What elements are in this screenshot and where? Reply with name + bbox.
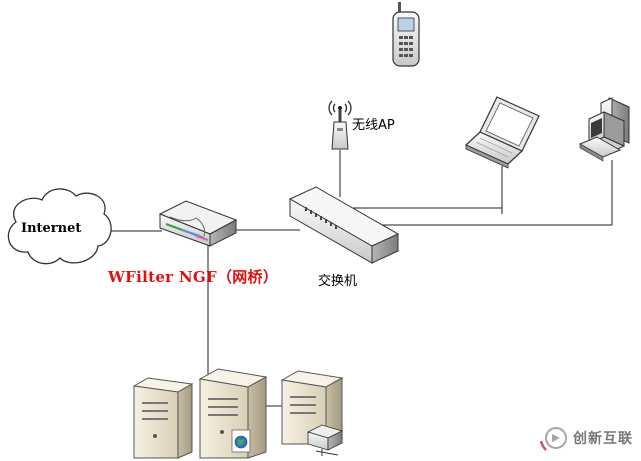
server-print-icon [280,370,344,456]
bridge-device-icon [158,200,238,247]
watermark-logo-icon [539,427,567,451]
cloud-icon [7,188,112,265]
globe-icon [231,429,251,453]
server-icon [132,377,194,459]
server-web-icon [198,368,268,459]
internet-label: Internet [21,221,82,236]
watermark-text: 创新互联 [573,431,633,447]
mobile-phone-icon [392,2,420,67]
wireless-ap-icon [328,100,352,150]
wireless-ap-label: 无线AP [352,118,395,133]
printer-icon [306,424,344,456]
connection-lines [96,150,613,407]
switch-label: 交换机 [318,274,358,289]
bridge-label: WFilter NGF（网桥） [108,268,279,286]
desktop-pc-icon [578,97,630,162]
laptop-icon [464,96,540,169]
switch-icon [288,186,400,264]
